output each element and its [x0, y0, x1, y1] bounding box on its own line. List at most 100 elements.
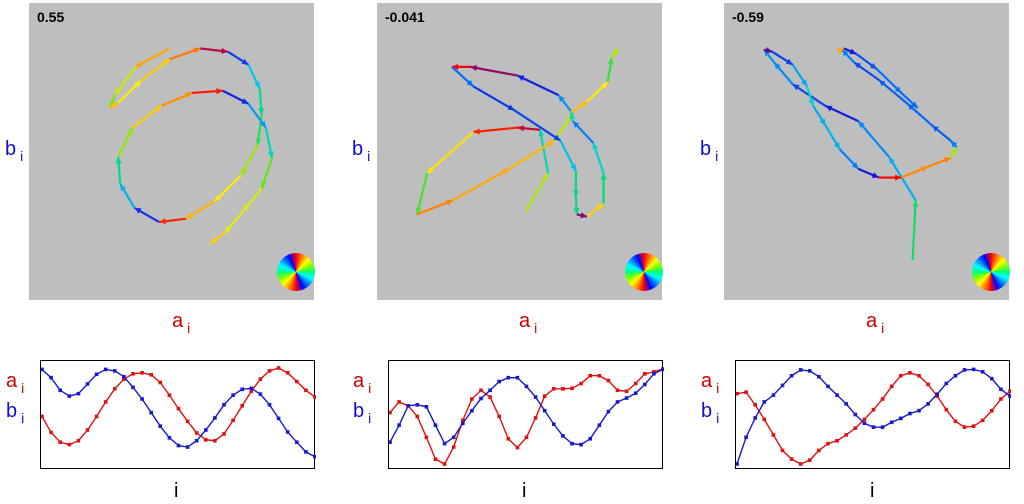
a-point — [433, 457, 438, 461]
a-point — [41, 414, 44, 419]
b-point — [953, 373, 958, 378]
a-point — [588, 373, 592, 378]
a-point — [736, 391, 739, 396]
a-point — [76, 438, 81, 443]
phase-segment — [472, 85, 515, 112]
a-point — [917, 373, 921, 378]
a-point — [980, 418, 985, 423]
b-point — [167, 436, 172, 440]
a-point — [579, 381, 583, 386]
phase-segment — [473, 126, 518, 134]
b-point — [899, 416, 903, 421]
b-point — [962, 368, 967, 372]
a-point — [313, 395, 316, 399]
trace-label-var: b — [353, 400, 365, 422]
a-point — [415, 414, 420, 419]
b-point — [194, 438, 199, 443]
phase-arrowhead — [466, 79, 474, 87]
b-point — [451, 435, 456, 440]
phase-arrowhead — [260, 181, 267, 189]
phase-arrowhead — [134, 207, 142, 214]
phase-arrowhead — [210, 237, 218, 244]
a-point — [826, 441, 830, 446]
a-series-line — [41, 367, 316, 446]
a-point — [615, 388, 620, 393]
correlation-label-1: 0.55 — [37, 9, 65, 25]
phase-arrowhead — [819, 118, 826, 126]
phase-xlabel-sub: i — [881, 320, 885, 336]
a-point — [240, 404, 244, 408]
a-point — [889, 384, 894, 389]
b-point — [826, 384, 830, 389]
a-point — [871, 407, 876, 412]
a-point — [780, 448, 785, 453]
phase-arrowhead — [185, 212, 193, 219]
a-point — [633, 381, 638, 386]
phase-arrowhead — [547, 140, 555, 147]
a-point — [204, 437, 208, 442]
phase-panel-1: 0.55 — [29, 3, 315, 300]
a-point — [176, 406, 181, 411]
b-point — [41, 367, 44, 372]
phase-panel-3: -0.59 — [724, 3, 1010, 300]
phase-arrowhead — [115, 156, 122, 164]
a-series-line — [736, 372, 1011, 465]
phase-arrowhead — [895, 174, 902, 181]
phase-arrowhead — [570, 164, 576, 172]
phase-arrowhead — [854, 62, 862, 69]
phase-arrowhead — [159, 218, 166, 225]
trace-svg-3 — [736, 367, 1011, 466]
phase-arrowhead — [774, 62, 781, 70]
b-point — [67, 394, 72, 398]
phase-segment — [516, 74, 559, 97]
phase-segment — [538, 129, 550, 174]
b-point — [552, 422, 556, 427]
phase-arrowhead — [849, 48, 857, 55]
phase-arrowhead — [558, 95, 565, 102]
a-point — [844, 433, 848, 437]
b-point — [524, 384, 529, 389]
b-point — [871, 425, 876, 429]
b-point — [415, 403, 420, 407]
b-point — [479, 396, 483, 401]
a-point — [926, 382, 930, 387]
b-point — [917, 408, 921, 413]
b-point — [222, 403, 226, 407]
phase-arrowhead — [580, 101, 588, 108]
b-point — [889, 420, 894, 425]
trace-svg-1 — [41, 366, 316, 459]
b-point — [76, 391, 81, 396]
b-point — [990, 376, 994, 381]
phase-arrowhead — [851, 162, 859, 169]
b-point — [633, 391, 638, 395]
b-point — [844, 402, 848, 406]
phase-plot-svg-2 — [415, 47, 619, 219]
b-point — [131, 385, 135, 390]
b-point — [771, 393, 776, 397]
phase-arrowhead — [894, 86, 902, 93]
b-point — [1008, 394, 1011, 398]
phase-arrowhead — [573, 207, 580, 215]
phase-ylabel-var: b — [700, 138, 712, 160]
b-point — [615, 400, 620, 404]
phase-arrowhead — [572, 121, 580, 128]
phase-arrowhead — [120, 184, 127, 192]
b-point — [295, 440, 299, 444]
b-point — [240, 387, 244, 392]
phase-arrowhead — [507, 104, 515, 111]
a-point — [808, 458, 812, 462]
a-point — [962, 425, 967, 429]
b-point — [652, 371, 656, 376]
a-point — [908, 371, 912, 375]
phase-xlabel-var: a — [519, 310, 531, 332]
phase-arrowhead — [216, 88, 223, 95]
b-point — [497, 379, 501, 384]
b-point — [880, 425, 885, 429]
a-point — [258, 377, 263, 381]
b-point — [980, 370, 985, 374]
